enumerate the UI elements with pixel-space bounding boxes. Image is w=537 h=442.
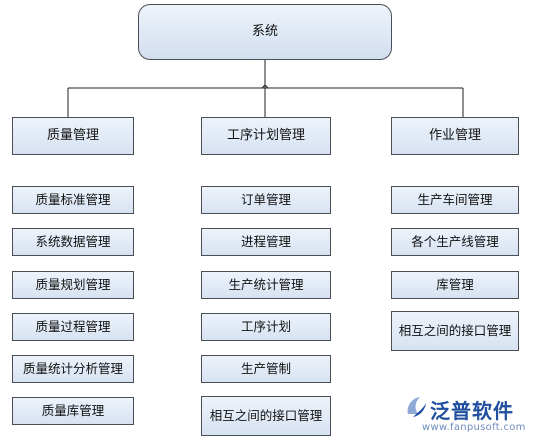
node-progress-management: 进程管理 bbox=[201, 228, 331, 256]
node-label: 系统数据管理 bbox=[35, 234, 111, 249]
node-production-line-management: 各个生产线管理 bbox=[391, 228, 519, 256]
root-node: 系统 bbox=[138, 4, 392, 60]
node-interface-management: 相互之间的接口管理 bbox=[391, 311, 519, 351]
node-quality-library: 质量库管理 bbox=[12, 397, 134, 425]
category-label: 工序计划管理 bbox=[226, 128, 305, 143]
node-label: 进程管理 bbox=[240, 234, 291, 249]
category-quality-management: 质量管理 bbox=[12, 117, 134, 155]
node-production-control: 生产管制 bbox=[201, 355, 331, 383]
node-order-management: 订单管理 bbox=[201, 186, 331, 214]
node-quality-process: 质量过程管理 bbox=[12, 313, 134, 341]
node-label: 库管理 bbox=[436, 277, 474, 292]
category-label: 作业管理 bbox=[428, 128, 481, 143]
root-label: 系统 bbox=[251, 24, 278, 39]
node-interface-management: 相互之间的接口管理 bbox=[201, 396, 331, 436]
logo-name: 泛普软件 bbox=[430, 399, 514, 423]
node-quality-planning: 质量规划管理 bbox=[12, 271, 134, 299]
node-label: 各个生产线管理 bbox=[411, 234, 499, 249]
node-label: 生产车间管理 bbox=[417, 192, 493, 207]
node-quality-standard: 质量标准管理 bbox=[12, 186, 134, 214]
node-quality-statistics: 质量统计分析管理 bbox=[12, 355, 134, 383]
category-label: 质量管理 bbox=[46, 128, 99, 143]
node-workshop-management: 生产车间管理 bbox=[391, 186, 519, 214]
node-label: 质量库管理 bbox=[41, 403, 105, 418]
node-label: 相互之间的接口管理 bbox=[209, 408, 323, 423]
logo-mark-icon bbox=[407, 397, 426, 417]
watermark-logo: 泛普软件 www.fanpusoft.com bbox=[404, 394, 534, 440]
category-process-planning: 工序计划管理 bbox=[201, 117, 331, 155]
node-label: 质量统计分析管理 bbox=[22, 361, 123, 376]
node-label: 生产统计管理 bbox=[228, 277, 304, 292]
node-label: 生产管制 bbox=[240, 361, 291, 376]
node-system-data: 系统数据管理 bbox=[12, 228, 134, 256]
logo-url: www.fanpusoft.com bbox=[422, 422, 526, 433]
category-operations-management: 作业管理 bbox=[391, 117, 519, 155]
node-production-statistics: 生产统计管理 bbox=[201, 271, 331, 299]
node-label: 工序计划 bbox=[240, 319, 291, 334]
node-process-plan: 工序计划 bbox=[201, 313, 331, 341]
node-label: 质量规划管理 bbox=[35, 277, 111, 292]
node-label: 订单管理 bbox=[240, 192, 291, 207]
node-warehouse-management: 库管理 bbox=[391, 271, 519, 299]
node-label: 质量标准管理 bbox=[35, 192, 111, 207]
node-label: 质量过程管理 bbox=[35, 319, 111, 334]
node-label: 相互之间的接口管理 bbox=[398, 323, 512, 338]
